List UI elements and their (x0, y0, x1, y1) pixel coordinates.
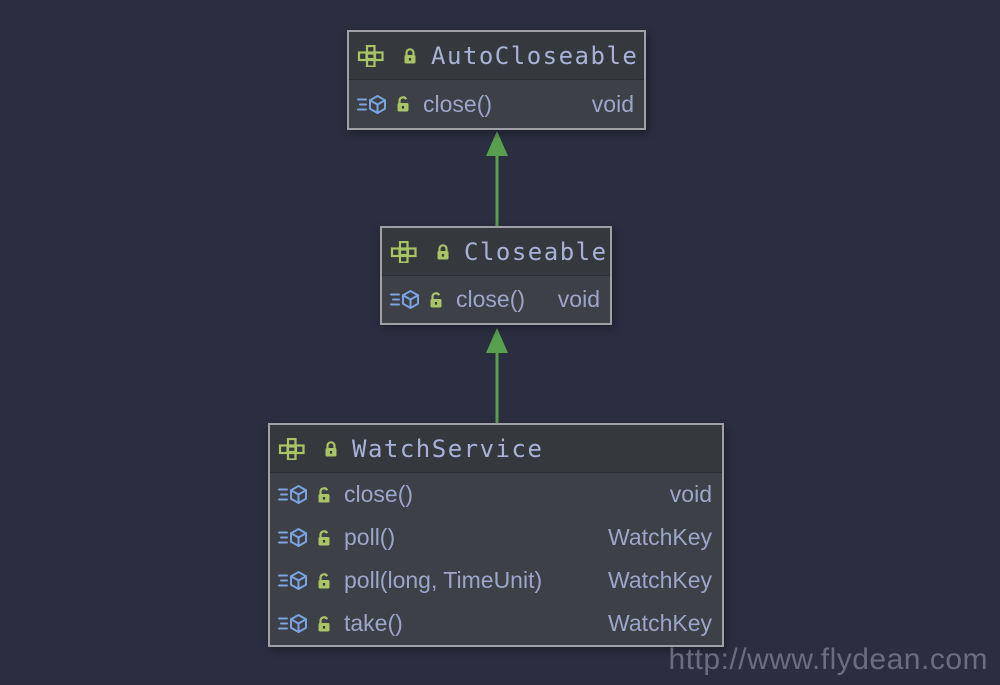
method-return-type: void (669, 481, 712, 507)
method-icon (357, 94, 388, 115)
method-icon (278, 527, 309, 548)
inheritance-arrow-closeable-to-autocloseable[interactable] (486, 131, 508, 226)
interface-icon (357, 44, 384, 67)
watermark: http://www.flydean.com (668, 643, 988, 676)
lock-icon (435, 243, 451, 261)
node-body: close() void (270, 473, 722, 645)
node-header[interactable]: WatchService (270, 425, 722, 473)
method-name: close() (456, 286, 526, 312)
method-name: poll() (344, 524, 396, 550)
lock-icon (316, 615, 332, 633)
lock-icon (428, 291, 444, 309)
method-name: take() (344, 610, 403, 636)
method-row[interactable]: poll(long, TimeUnit) WatchKey (270, 559, 722, 602)
class-node-autocloseable[interactable]: AutoCloseable (347, 30, 646, 130)
node-title: AutoCloseable (431, 41, 639, 70)
lock-icon (316, 572, 332, 590)
lock-icon (402, 47, 418, 65)
method-row[interactable]: close() void (382, 276, 610, 323)
class-node-closeable[interactable]: Closeable (380, 226, 612, 325)
class-node-watchservice[interactable]: WatchService (268, 423, 724, 647)
method-return-type: WatchKey (608, 567, 712, 593)
method-icon (278, 570, 309, 591)
interface-icon (390, 240, 417, 263)
method-return-type: WatchKey (608, 524, 712, 550)
method-row[interactable]: poll() WatchKey (270, 516, 722, 559)
node-body: close() void (382, 276, 610, 323)
lock-icon (316, 529, 332, 547)
method-name: close() (344, 481, 414, 507)
method-icon (390, 289, 421, 310)
inheritance-arrow-watchservice-to-closeable[interactable] (486, 328, 508, 423)
method-return-type: WatchKey (608, 610, 712, 636)
node-title: WatchService (352, 434, 544, 463)
node-header[interactable]: AutoCloseable (349, 32, 644, 80)
method-return-type: void (557, 286, 600, 312)
lock-icon (323, 440, 339, 458)
node-title: Closeable (464, 237, 608, 266)
method-row[interactable]: close() void (349, 80, 644, 128)
method-icon (278, 484, 309, 505)
lock-icon (395, 95, 411, 113)
node-header[interactable]: Closeable (382, 228, 610, 276)
method-icon (278, 613, 309, 634)
method-row[interactable]: take() WatchKey (270, 602, 722, 645)
node-body: close() void (349, 80, 644, 128)
method-return-type: void (591, 90, 634, 117)
method-name: close() (423, 90, 493, 117)
method-row[interactable]: close() void (270, 473, 722, 516)
lock-icon (316, 486, 332, 504)
method-name: poll(long, TimeUnit) (344, 567, 543, 593)
interface-icon (278, 437, 305, 460)
